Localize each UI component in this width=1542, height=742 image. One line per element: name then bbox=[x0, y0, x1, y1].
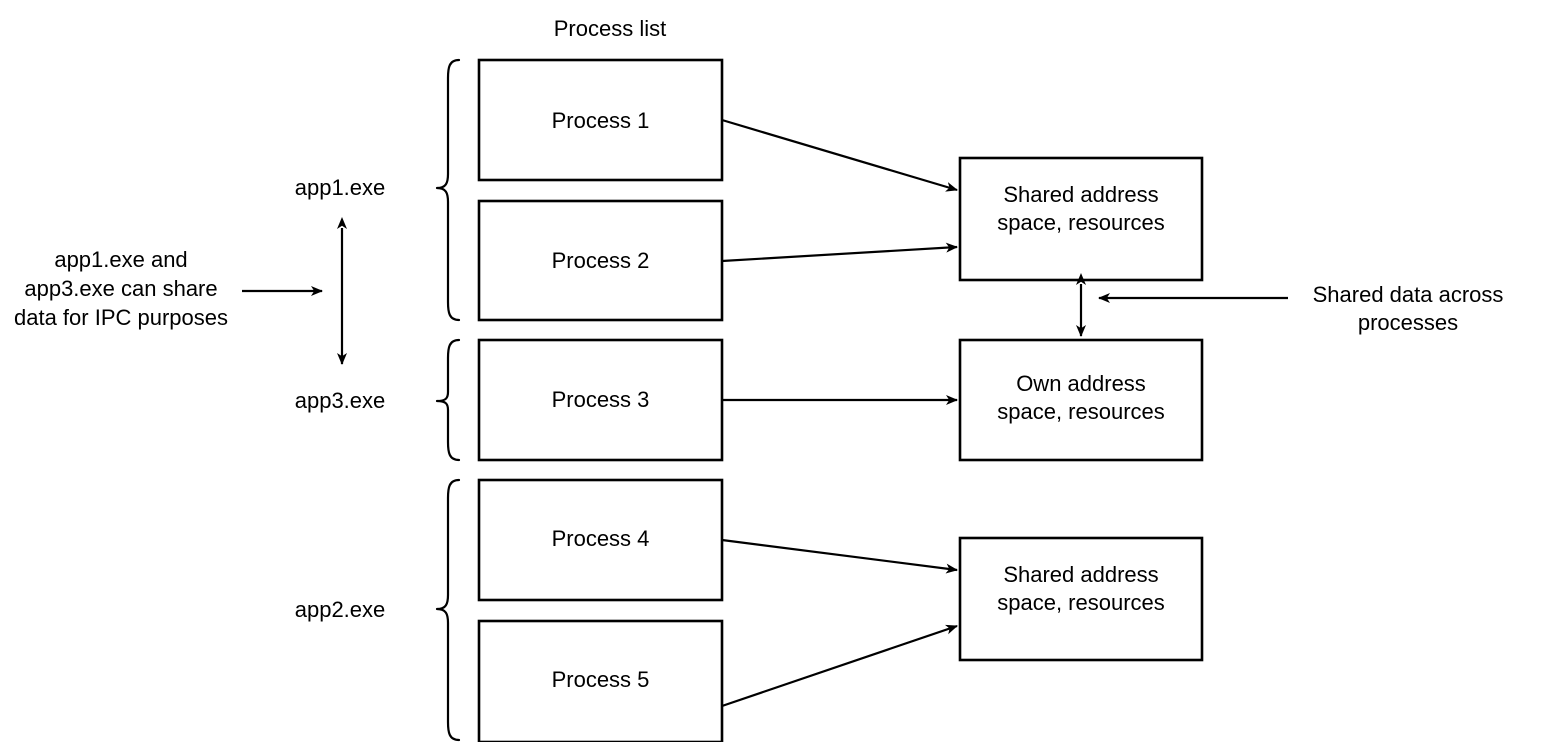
brace-app2 bbox=[435, 478, 461, 742]
memory-box-shared-2[interactable]: Shared address space, resources bbox=[958, 536, 1204, 662]
shared-data-note-line2: processes bbox=[1358, 310, 1458, 335]
arrow-process5-to-shared2 bbox=[721, 624, 958, 708]
app-group-label-app2: app2.exe bbox=[295, 597, 386, 622]
process-list-header: Process list bbox=[554, 16, 666, 41]
process-box-3[interactable]: Process 3 bbox=[477, 338, 724, 462]
arrow-process2-to-shared1 bbox=[721, 242, 958, 263]
process-box-4[interactable]: Process 4 bbox=[477, 478, 724, 602]
memory-box-shared-1-line2: space, resources bbox=[997, 210, 1165, 235]
brace-app1 bbox=[435, 58, 461, 322]
process-box-2[interactable]: Process 2 bbox=[477, 199, 724, 322]
memory-box-shared-1-line1: Shared address bbox=[1003, 182, 1158, 207]
process-box-4-label: Process 4 bbox=[552, 526, 650, 551]
memory-box-own-line2: space, resources bbox=[997, 399, 1165, 424]
memory-box-shared-2-line1: Shared address bbox=[1003, 562, 1158, 587]
process-box-5[interactable]: Process 5 bbox=[477, 619, 724, 742]
ipc-note-line1: app1.exe and bbox=[54, 247, 187, 272]
arrow-process4-to-shared2 bbox=[721, 538, 958, 574]
ipc-note-line2: app3.exe can share bbox=[24, 276, 217, 301]
ipc-note-line3: data for IPC purposes bbox=[14, 305, 228, 330]
process-box-5-label: Process 5 bbox=[552, 667, 650, 692]
app-group-label-app1: app1.exe bbox=[295, 175, 386, 200]
brace-app3 bbox=[435, 338, 461, 462]
process-box-1[interactable]: Process 1 bbox=[477, 58, 724, 182]
process-box-3-label: Process 3 bbox=[552, 387, 650, 412]
arrow-process1-to-shared1 bbox=[721, 118, 958, 192]
memory-box-own[interactable]: Own address space, resources bbox=[958, 338, 1204, 462]
memory-box-shared-1[interactable]: Shared address space, resources bbox=[958, 156, 1204, 282]
app-group-label-app3: app3.exe bbox=[295, 388, 386, 413]
process-box-1-label: Process 1 bbox=[552, 108, 650, 133]
memory-box-shared-2-line2: space, resources bbox=[997, 590, 1165, 615]
shared-data-note-line1: Shared data across bbox=[1313, 282, 1504, 307]
process-box-2-label: Process 2 bbox=[552, 248, 650, 273]
memory-box-own-line1: Own address bbox=[1016, 371, 1146, 396]
